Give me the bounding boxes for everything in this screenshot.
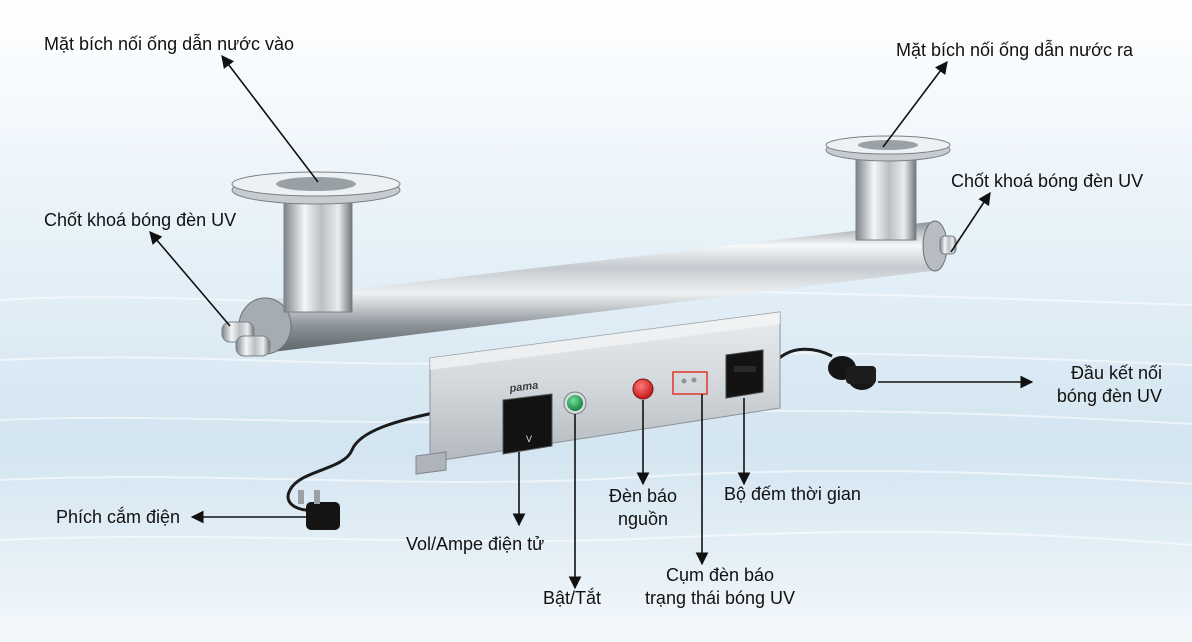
label-on-off: Bật/Tắt xyxy=(543,588,602,608)
label-lamp-connector: Đầu kết nối bóng đèn UV xyxy=(1042,362,1162,408)
leader-lines xyxy=(149,54,1034,590)
control-box xyxy=(415,311,781,475)
lock-pin-right xyxy=(939,235,957,255)
label-timer: Bộ đếm thời gian xyxy=(724,484,861,504)
inlet-flange xyxy=(231,171,401,313)
label-inlet-flange: Mặt bích nối ống dẫn nước vào xyxy=(44,34,295,54)
label-lamp-connector-line2: bóng đèn UV xyxy=(1056,386,1162,406)
label-uv-status-line1: Cụm đèn báo xyxy=(665,565,775,585)
lamp-connector-cable xyxy=(768,347,876,390)
power-plug-icon xyxy=(298,490,340,530)
label-power-light-line1: Đèn báo xyxy=(608,486,678,506)
label-lock-pin-left: Chốt khoá bóng đèn UV xyxy=(44,210,237,230)
voltmeter-icon: V xyxy=(502,393,553,455)
indicator-light-icon xyxy=(632,378,654,400)
label-outlet-flange: Mặt bích nối ống dẫn nước ra xyxy=(896,40,1133,60)
label-power-light: Đèn báo nguồn xyxy=(598,485,688,531)
outlet-flange xyxy=(825,135,951,241)
label-uv-status: Cụm đèn báo trạng thái bóng UV xyxy=(628,564,812,610)
power-cord xyxy=(286,410,439,512)
label-lamp-connector-line1: Đầu kết nối xyxy=(1070,363,1162,383)
brand-logo: pama xyxy=(508,380,539,396)
lock-pin-left xyxy=(221,321,271,357)
label-power-light-line2: nguồn xyxy=(617,509,669,529)
label-volt-amp-meter: Vol/Ampe điện tử xyxy=(406,534,545,554)
svg-text:V: V xyxy=(526,434,532,444)
label-power-plug: Phích cắm điện xyxy=(56,507,181,527)
timer-counter-icon xyxy=(725,349,764,399)
uv-status-lights xyxy=(672,371,708,395)
label-lock-pin-right: Chốt khoá bóng đèn UV xyxy=(951,171,1144,191)
label-uv-status-line2: trạng thái bóng UV xyxy=(644,588,796,608)
toggle-button-icon xyxy=(563,391,587,415)
